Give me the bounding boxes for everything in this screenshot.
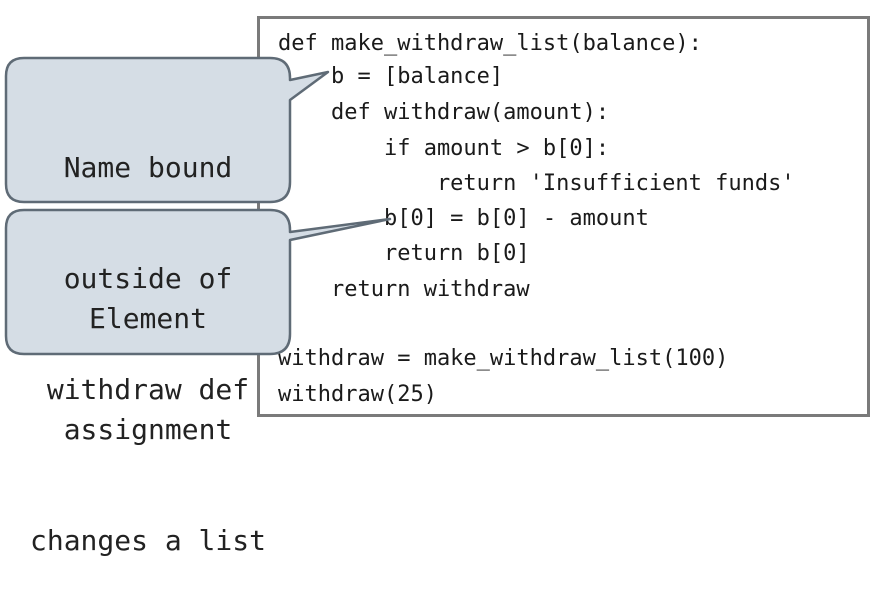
callout-line: withdraw def [46,373,250,406]
code-line-1: def make_withdraw_list(balance): [278,31,702,56]
code-line-5: return 'Insufficient funds' [278,171,795,196]
code-line-2: b = [balance] [278,64,504,89]
code-line-6: b[0] = b[0] - amount [278,206,649,231]
callout-line: Name bound [63,151,233,184]
callout-text-name-bound: Name bound outside of withdraw def [6,75,290,445]
code-line-8: return withdraw [278,277,530,302]
callout-bubble-name-bound [4,56,330,204]
callout-line: changes a list [29,524,266,557]
callout-text-element-assignment: Element assignment changes a list [6,226,290,596]
code-line-10: withdraw = make_withdraw_list(100) [278,346,729,371]
code-line-4: if amount > b[0]: [278,136,610,161]
code-line-7: return b[0] [278,241,530,266]
callout-bubble-element-assignment [4,208,392,356]
callout-shapes [4,56,392,356]
code-line-11: withdraw(25) [278,382,437,407]
code-panel [257,16,870,417]
callout-line: outside of [63,262,233,295]
callout-line: Element [88,302,207,335]
callout-line: assignment [63,413,233,446]
code-line-3: def withdraw(amount): [278,100,610,125]
